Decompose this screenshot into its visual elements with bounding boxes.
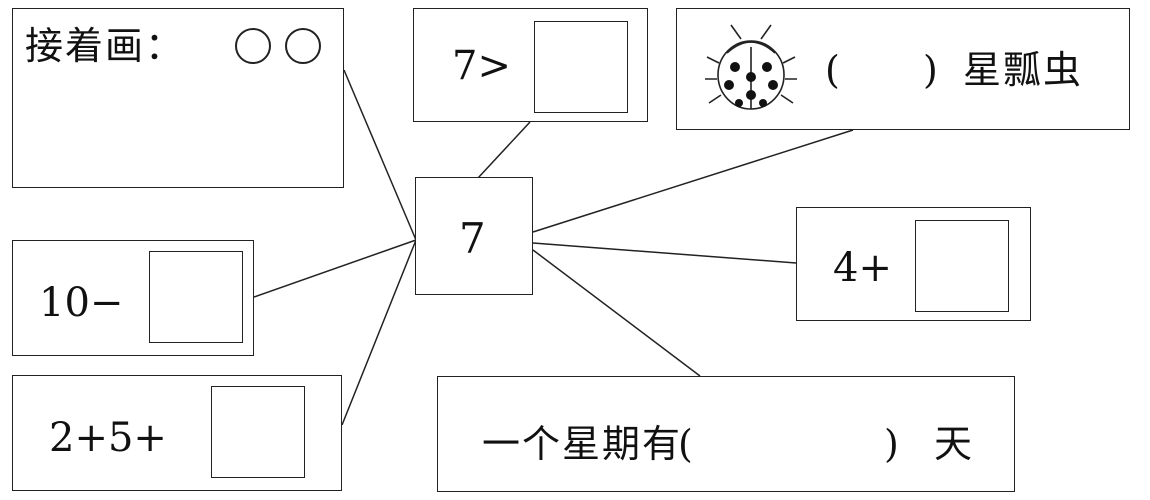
line-to-sum-task bbox=[341, 239, 417, 426]
ladybug-task-box: ( ) 星瓢虫 bbox=[676, 8, 1130, 130]
answer-blank[interactable] bbox=[149, 251, 243, 343]
line-to-add-task bbox=[532, 242, 797, 264]
add-task-box: 4+ bbox=[796, 207, 1031, 321]
circle-icon bbox=[235, 28, 271, 64]
line-to-week-task bbox=[532, 249, 701, 377]
compare-task-box: 7> bbox=[413, 8, 648, 122]
draw-task-box: 接着画： bbox=[12, 8, 344, 188]
center-number: 7 bbox=[459, 214, 486, 263]
line-to-compare-task bbox=[477, 121, 531, 179]
subtract-task-box: 10− bbox=[12, 240, 254, 356]
week-suffix: 天 bbox=[934, 422, 975, 466]
compare-task-text: 7> bbox=[452, 43, 511, 89]
week-prefix: 一个星期有 bbox=[482, 422, 683, 466]
add-task-text: 4+ bbox=[833, 245, 892, 291]
answer-blank[interactable] bbox=[534, 21, 628, 113]
sum-task-text: 2+5+ bbox=[49, 415, 167, 461]
line-to-ladybug-task bbox=[532, 129, 854, 233]
circle-icon bbox=[285, 28, 321, 64]
week-open-paren: ( bbox=[678, 422, 695, 466]
ladybug-open-paren: ( bbox=[825, 48, 842, 92]
answer-blank[interactable] bbox=[211, 386, 305, 478]
subtract-task-text: 10− bbox=[39, 280, 124, 326]
line-to-subtract-task bbox=[253, 239, 417, 298]
ladybug-icon bbox=[705, 24, 797, 110]
line-to-draw-task bbox=[343, 69, 417, 241]
draw-task-label: 接着画： bbox=[25, 24, 186, 68]
sum-task-box: 2+5+ bbox=[12, 375, 342, 491]
answer-blank[interactable] bbox=[915, 220, 1009, 312]
week-task-box: 一个星期有 ( ) 天 bbox=[437, 376, 1015, 492]
center-box: 7 bbox=[415, 177, 533, 295]
week-close-paren: ) bbox=[884, 422, 901, 466]
ladybug-close-paren: ) bbox=[923, 48, 940, 92]
ladybug-suffix: 星瓢虫 bbox=[963, 48, 1084, 92]
